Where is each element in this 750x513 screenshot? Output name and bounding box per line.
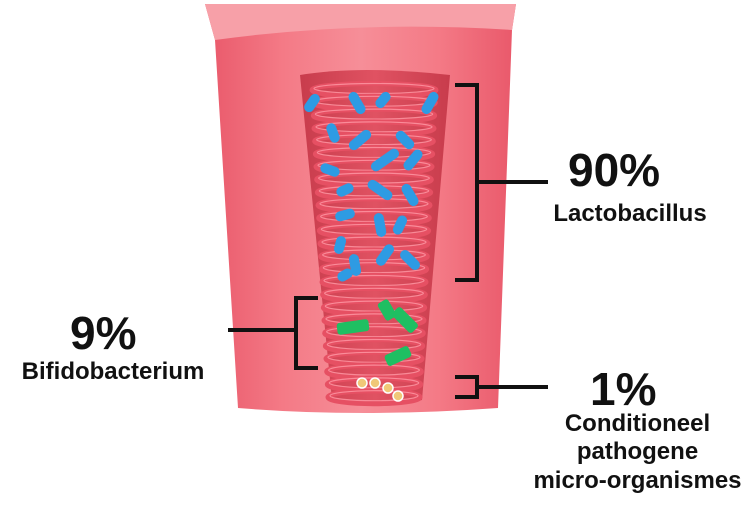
ring-highlight <box>320 223 428 235</box>
bifidobacterium-rod <box>336 319 370 335</box>
lactobacillus-rod <box>375 244 395 266</box>
ring-highlight <box>319 198 429 210</box>
lactobacillus-rod <box>392 215 408 235</box>
ring-highlight <box>320 210 428 223</box>
ring-highlight <box>326 338 422 351</box>
ring-highlight <box>314 108 434 120</box>
ring-highlight <box>326 326 422 338</box>
ring-highlight <box>322 249 426 261</box>
pathogens-label: Conditioneel pathogene micro-organismes <box>525 410 750 495</box>
ring-highlight <box>323 274 425 287</box>
ring-highlight <box>316 146 432 159</box>
lactobacillus-rod <box>421 91 439 115</box>
lactobacillus-bacteria <box>304 91 439 282</box>
ring-highlight <box>315 121 433 133</box>
lactobacillus-percent: 90% <box>568 144 661 196</box>
ring-highlight <box>313 82 435 95</box>
pathogen-coccus <box>392 390 404 402</box>
tube-top-rim <box>205 4 516 40</box>
bifidobacterium-percent: 9% <box>70 307 137 359</box>
lactobacillus-rod <box>403 149 423 171</box>
bifidobacterium-bracket <box>228 296 318 370</box>
ring-highlight <box>327 351 421 363</box>
lactobacillus-rod <box>401 183 419 207</box>
ring-highlight <box>328 364 420 376</box>
pathogen-coccus <box>382 382 394 394</box>
lactobacillus-rod <box>367 179 393 201</box>
lactobacillus-rod <box>320 163 340 177</box>
ring-highlight <box>324 300 424 312</box>
pathogens-label-line-1: Conditioneel <box>564 410 711 437</box>
lactobacillus-rod <box>336 183 354 197</box>
lactobacillus-rod <box>333 236 347 254</box>
pathogens-label-line-3: micro-organismes <box>533 466 742 494</box>
pathogen-bacteria <box>356 377 404 402</box>
bifidobacterium-bacteria <box>336 299 418 366</box>
lactobacillus-rod <box>370 148 400 172</box>
bifidobacterium-rod <box>377 299 397 321</box>
bifidobacterium-rod <box>384 346 412 366</box>
lactobacillus-rod <box>337 268 353 282</box>
ring-highlight <box>329 390 419 402</box>
lactobacillus-rod <box>395 130 415 150</box>
lactobacillus-rod <box>400 250 420 270</box>
ring-highlight <box>322 262 426 274</box>
pathogen-coccus <box>356 377 368 389</box>
lactobacillus-rod <box>348 129 372 151</box>
tissue-tube <box>205 4 516 413</box>
lactobacillus-rod <box>348 254 362 276</box>
pathogens-label-line-2: pathogene <box>576 438 699 466</box>
ring-highlight <box>324 287 424 299</box>
pathogens-percent: 1% <box>590 363 657 415</box>
lactobacillus-rod <box>375 91 391 109</box>
pathogens-bracket <box>455 375 548 399</box>
lactobacillus-bracket <box>455 83 548 282</box>
ring-highlight <box>321 236 427 248</box>
ring-highlight <box>325 313 423 325</box>
pathogen-coccus <box>369 377 381 389</box>
lactobacillus-rod <box>348 91 366 115</box>
lactobacillus-rod <box>373 213 387 237</box>
lactobacillus-rod <box>335 208 355 222</box>
lactobacillus-rod <box>326 123 340 143</box>
bifidobacterium-label: Bifidobacterium <box>21 358 205 385</box>
lactobacillus-rod <box>304 93 320 113</box>
ring-highlight <box>316 134 432 146</box>
lactobacillus-label: Lactobacillus <box>553 200 707 227</box>
bifidobacterium-rod <box>392 307 418 333</box>
